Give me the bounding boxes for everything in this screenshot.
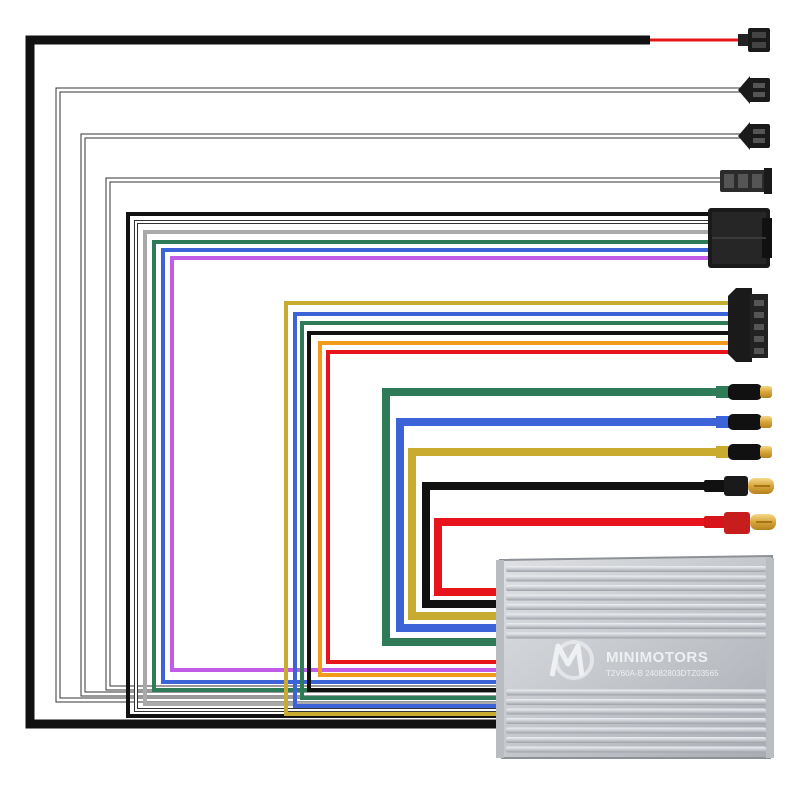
wire-battery-black xyxy=(422,482,708,608)
heatsink-fin xyxy=(506,604,766,610)
connector-sm-2pin-icon xyxy=(738,28,770,52)
wire-phase-blue xyxy=(396,418,720,632)
heatsink-fin xyxy=(506,708,766,715)
heatsink-fin xyxy=(506,746,766,753)
heatsink-fin xyxy=(506,737,766,743)
heatsink-fin xyxy=(506,566,766,572)
heatsink-fins xyxy=(506,566,766,753)
heatsink-fin xyxy=(506,727,766,734)
connector-sm-5pin-icon xyxy=(728,288,768,362)
heatsink-fin xyxy=(506,689,766,696)
controller-box: MINIMOTORS T2V60A-B 24082803DTZ03565 xyxy=(496,554,774,759)
wire-phase-green xyxy=(382,388,720,646)
heatsink-fin xyxy=(506,699,766,705)
wire-main-black xyxy=(25,35,742,729)
connector-bullet-blue-icon xyxy=(716,414,772,430)
heatsink-fin xyxy=(506,575,766,582)
wire-white-2 xyxy=(80,133,742,697)
connector-sm-arrow-icon xyxy=(738,122,770,150)
heatsink-fin xyxy=(506,613,766,620)
heatsink-fin xyxy=(506,632,766,639)
connector-bullet-gold-icon xyxy=(716,444,772,460)
connector-battery-red-icon xyxy=(704,512,776,534)
controller-model: T2V60A-B 24082803DTZ03565 xyxy=(606,669,719,678)
wire-bundle-5pin xyxy=(284,301,730,716)
wire-phase-gold xyxy=(408,448,720,620)
connector-sm-arrow-icon xyxy=(738,76,770,104)
wire-battery-red xyxy=(434,518,708,596)
heatsink-fin xyxy=(506,594,766,601)
minimotors-logo-icon xyxy=(549,640,594,680)
heatsink-fin xyxy=(506,585,766,591)
connector-sm-6pin-icon xyxy=(708,208,772,268)
connector-bullet-green-icon xyxy=(716,384,772,400)
controller-brand: MINIMOTORS xyxy=(606,649,708,666)
heatsink-fin xyxy=(506,623,766,629)
connector-sm-3pin-icon xyxy=(720,168,772,194)
connector-battery-black-icon xyxy=(704,476,774,496)
wire-white-1 xyxy=(55,87,742,703)
heatsink-fin xyxy=(506,718,766,724)
